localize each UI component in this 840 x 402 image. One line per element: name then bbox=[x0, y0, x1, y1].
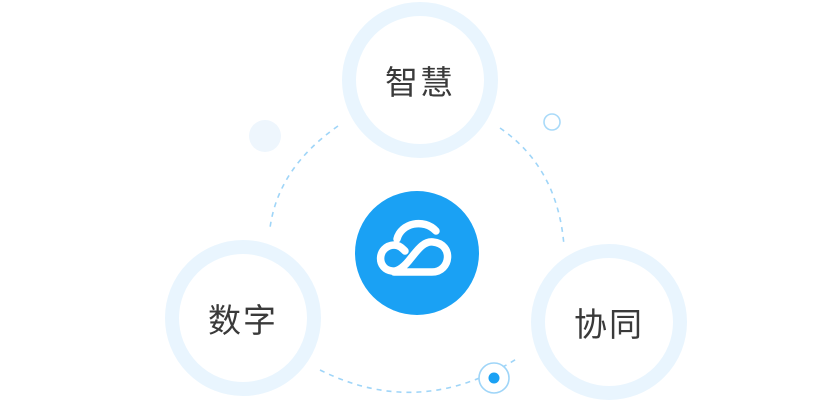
decorative-dot-soft bbox=[249, 120, 281, 152]
dashed-arc-top-left bbox=[269, 125, 339, 229]
cloud-icon bbox=[376, 219, 452, 276]
node-ring-right bbox=[531, 244, 687, 400]
decorative-dot-ring bbox=[543, 113, 561, 131]
node-ring-left bbox=[165, 240, 321, 396]
node-ring-top bbox=[342, 2, 498, 158]
target-marker-icon bbox=[478, 362, 510, 394]
dashed-arc-top-right bbox=[499, 127, 565, 247]
center-badge bbox=[355, 191, 479, 315]
